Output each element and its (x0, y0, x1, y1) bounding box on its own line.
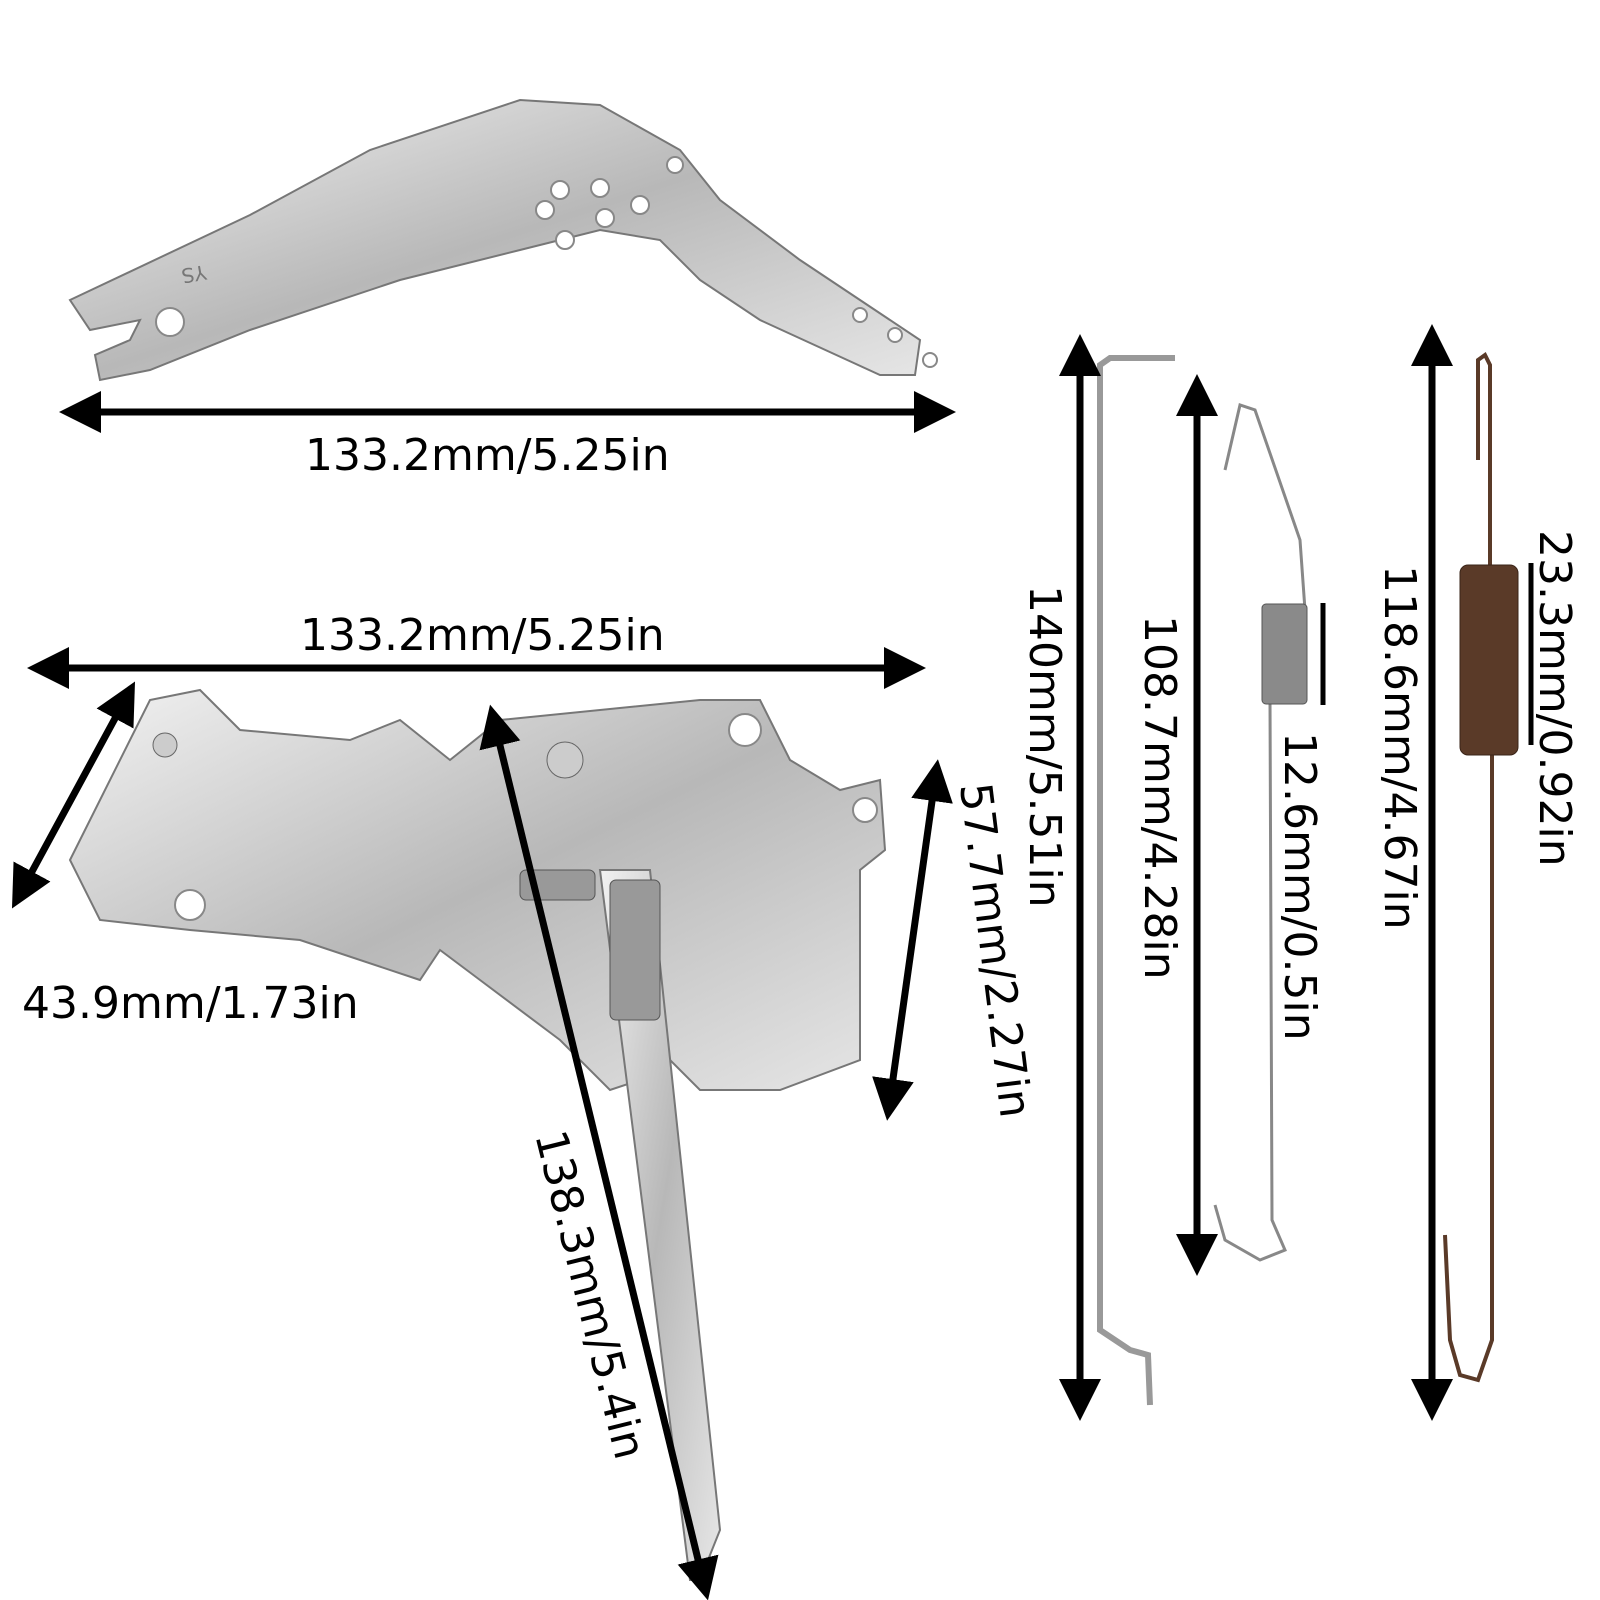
throttle-arm: YS (68, 98, 938, 382)
control-bracket (68, 688, 887, 1581)
rod-length-label: 140mm/5.51in (1019, 585, 1070, 908)
large-spring-coil-label: 23.3mm/0.92in (1529, 530, 1580, 867)
large-spring-length-label: 118.6mm/4.67in (1374, 565, 1425, 930)
bracket-side-dimension (11, 681, 136, 909)
small-spring (1213, 403, 1308, 1262)
bracket-width-label: 133.2mm/5.25in (300, 610, 665, 661)
lever-length-dimension (479, 704, 719, 1600)
throttle-arm-width-label: 133.2mm/5.25in (305, 430, 670, 481)
bracket-side-label: 43.9mm/1.73in (22, 978, 359, 1029)
small-spring-coil-label: 12.6mm/0.5in (1274, 732, 1325, 1041)
embossed-mark: YS (180, 260, 210, 288)
bracket-height-dimension (872, 759, 953, 1121)
small-spring-length-label: 108.7mm/4.28in (1134, 615, 1185, 980)
large-spring (1443, 352, 1519, 1383)
